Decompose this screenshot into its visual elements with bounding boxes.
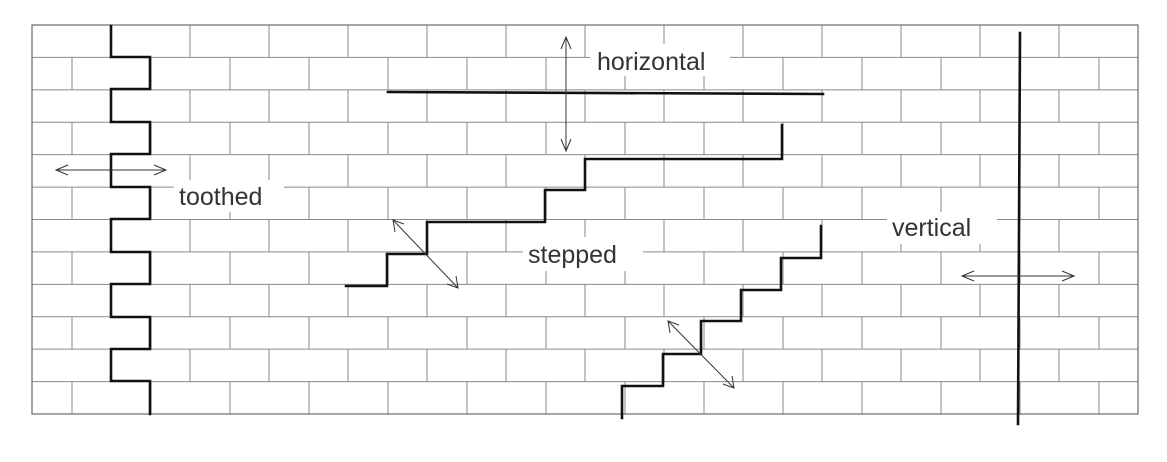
double-arrow-vertical-icon xyxy=(560,35,572,153)
toothed-joint-line xyxy=(109,24,152,416)
double-arrow-horizontal-icon xyxy=(54,164,168,176)
horizontal-label: horizontal xyxy=(597,48,705,76)
vertical-label-bg xyxy=(887,212,997,244)
wall-outline xyxy=(31,24,1139,415)
double-arrow-horizontal-icon xyxy=(960,270,1076,282)
double-arrow-diagonal-icon xyxy=(667,320,735,389)
stepped-label: stepped xyxy=(528,241,617,269)
stepped-label-bg xyxy=(523,237,643,271)
double-arrow-diagonal-icon xyxy=(392,219,459,289)
toothed-label: toothed xyxy=(179,183,262,211)
toothed-label-bg xyxy=(174,180,284,212)
horizontal-joint-line xyxy=(386,90,825,96)
vertical-label: vertical xyxy=(892,214,971,242)
horizontal-label-bg xyxy=(590,44,730,76)
stepped-joint-upper-line xyxy=(344,123,784,288)
vertical-joint-line xyxy=(1016,31,1022,426)
stepped-joint-lower-line xyxy=(620,224,823,420)
